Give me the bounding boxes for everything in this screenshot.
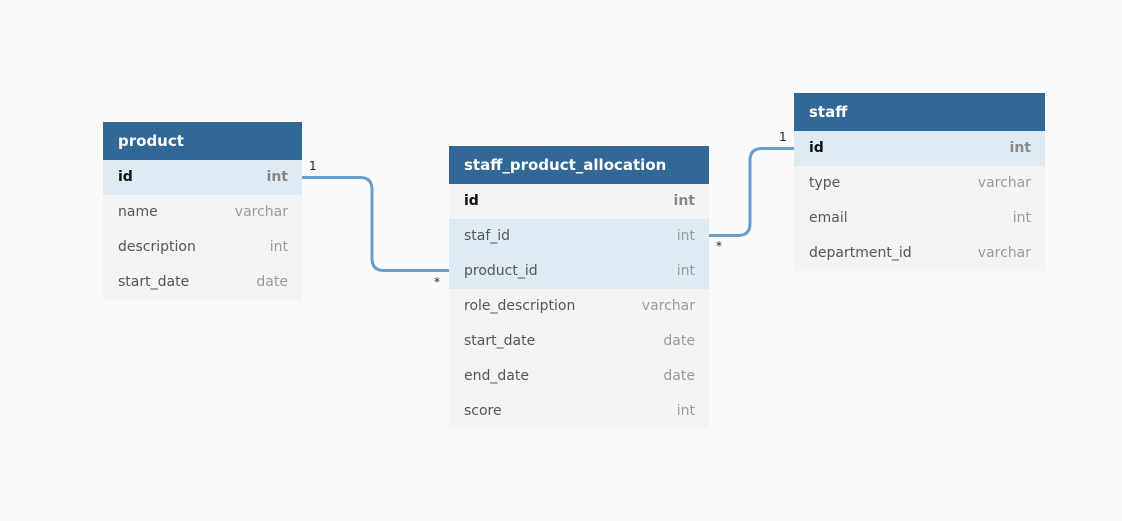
field-name: department_id bbox=[809, 245, 912, 261]
cardinality-product-one: 1 bbox=[309, 159, 317, 173]
cardinality-allocation-many-product: * bbox=[434, 275, 440, 289]
field-name: id bbox=[809, 140, 824, 156]
field-name: type bbox=[809, 175, 841, 191]
field-type: int bbox=[266, 169, 288, 185]
table-field-id[interactable]: id int bbox=[449, 184, 709, 219]
field-type: varchar bbox=[641, 298, 695, 314]
field-name: end_date bbox=[464, 368, 529, 384]
table-field-score[interactable]: score int bbox=[449, 394, 709, 429]
field-type: int bbox=[269, 239, 288, 255]
table-staff-product-allocation[interactable]: staff_product_allocation id int staf_id … bbox=[449, 146, 709, 429]
table-header[interactable]: staff_product_allocation bbox=[449, 146, 709, 184]
field-name: id bbox=[464, 193, 479, 209]
connector-product-to-allocation[interactable] bbox=[302, 176, 449, 272]
table-field-name[interactable]: name varchar bbox=[103, 195, 302, 230]
field-type: int bbox=[673, 193, 695, 209]
table-header[interactable]: staff bbox=[794, 93, 1045, 131]
field-name: id bbox=[118, 169, 133, 185]
field-type: varchar bbox=[977, 175, 1031, 191]
field-type: varchar bbox=[234, 204, 288, 220]
table-header[interactable]: product bbox=[103, 122, 302, 160]
table-field-product-id[interactable]: product_id int bbox=[449, 254, 709, 289]
field-type: varchar bbox=[977, 245, 1031, 261]
field-name: name bbox=[118, 204, 158, 220]
field-type: date bbox=[256, 274, 288, 290]
field-type: date bbox=[663, 368, 695, 384]
table-field-end-date[interactable]: end_date date bbox=[449, 359, 709, 394]
table-field-email[interactable]: email int bbox=[794, 201, 1045, 236]
table-field-start-date[interactable]: start_date date bbox=[103, 265, 302, 300]
field-name: email bbox=[809, 210, 848, 226]
field-type: int bbox=[1009, 140, 1031, 156]
table-product[interactable]: product id int name varchar description … bbox=[103, 122, 302, 300]
field-type: int bbox=[676, 403, 695, 419]
field-name: role_description bbox=[464, 298, 576, 314]
field-type: date bbox=[663, 333, 695, 349]
connector-staff-to-allocation[interactable] bbox=[709, 147, 794, 237]
table-field-role-description[interactable]: role_description varchar bbox=[449, 289, 709, 324]
field-name: description bbox=[118, 239, 196, 255]
table-field-id[interactable]: id int bbox=[794, 131, 1045, 166]
field-type: int bbox=[676, 228, 695, 244]
field-type: int bbox=[1012, 210, 1031, 226]
field-name: start_date bbox=[464, 333, 536, 349]
field-name: product_id bbox=[464, 263, 538, 279]
table-staff[interactable]: staff id int type varchar email int depa… bbox=[794, 93, 1045, 271]
table-field-type[interactable]: type varchar bbox=[794, 166, 1045, 201]
field-type: int bbox=[676, 263, 695, 279]
field-name: staf_id bbox=[464, 228, 511, 244]
field-name: score bbox=[464, 403, 502, 419]
table-field-staf-id[interactable]: staf_id int bbox=[449, 219, 709, 254]
table-field-department-id[interactable]: department_id varchar bbox=[794, 236, 1045, 271]
field-name: start_date bbox=[118, 274, 190, 290]
table-field-id[interactable]: id int bbox=[103, 160, 302, 195]
table-field-description[interactable]: description int bbox=[103, 230, 302, 265]
cardinality-allocation-many-staff: * bbox=[716, 239, 722, 253]
cardinality-staff-one: 1 bbox=[779, 130, 787, 144]
table-field-start-date[interactable]: start_date date bbox=[449, 324, 709, 359]
